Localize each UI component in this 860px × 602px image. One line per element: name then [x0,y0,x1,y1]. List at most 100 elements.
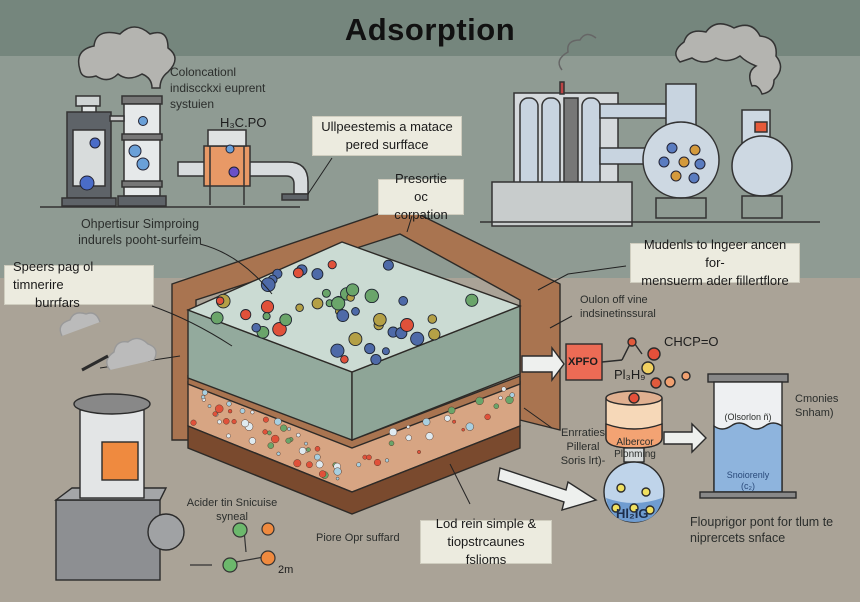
soil-particle [214,404,224,414]
soil-particle [223,418,230,425]
valve-wheel [147,513,185,551]
soil-particle [422,417,431,426]
label-line: niprercets snface [690,531,786,545]
label-line: Plonming [614,449,656,460]
flourigor-label: Flouprigor pont for tlum te niprercets s… [690,514,833,546]
pressure-callout: Presortie oc corpation [378,171,464,222]
molecule [215,296,225,306]
adsorbent-surface [186,241,522,373]
soil-particle [388,440,395,447]
xpfo-label: XPFO [568,356,598,368]
soil-particle [200,394,206,400]
molecule [348,332,363,347]
molecule [311,268,324,281]
label-line: Acider tin Snicuise [186,497,278,509]
label-line: tiopstrcaunes fslioms [447,534,525,567]
soil-particle [447,406,456,415]
soil-particle [293,459,302,468]
chem-formula-chcp: CHCP=O [664,334,719,349]
molecule [240,309,252,321]
molecule [370,353,382,366]
heat-exchanger [731,135,793,197]
enrraties-label: Enrraties Pilleral Soris lrt)- [552,426,614,468]
molecule [398,296,409,306]
heater-base [55,499,161,581]
soil-particle [493,403,500,409]
soil-particle [239,408,246,414]
molecule [251,322,261,333]
xpfo-box [565,343,603,381]
molecule [292,267,304,279]
soil-particle [306,461,313,469]
soil-particle [241,419,250,428]
soil-particle [444,415,451,422]
soil-particle [498,395,503,401]
soil-particle [207,404,212,408]
molecule-2m-label: 2m [278,564,294,576]
label-line: indiscckxi euprent [170,81,266,95]
soil-particle [315,460,324,469]
molecule [321,288,331,298]
ohpertisur-label: Ohpertisur Simproing indurels pooht-surf… [70,216,210,248]
label-line: mensuerm ader fillertflore [641,273,789,288]
clay-layer [187,424,521,515]
soil-particle [384,458,390,463]
soil-particle [296,432,301,438]
molecule [327,260,337,270]
soil-particle [267,442,275,449]
plant-system-label: Coloncationl indiscckxi euprent systuien [170,64,265,112]
flask-label: Hl₂IG [616,506,649,521]
soil-particle [190,419,197,426]
label-line: corpation [394,207,448,222]
label-line: Pilleral [566,441,600,453]
label-line: Albercor [616,437,654,448]
molecule [210,311,224,325]
arrow-down-right [497,467,598,512]
soil-particle [250,410,255,415]
soil-particle [285,437,292,444]
soil-particle [452,419,457,424]
molecule [295,303,304,313]
soil-particle [271,434,280,444]
molecule [373,312,387,327]
molecule [260,277,276,293]
soil-particle [417,450,421,454]
label-line: systuien [170,97,215,111]
molecule [381,347,390,356]
molecule [410,331,425,346]
soil-particle [509,392,515,398]
adsorbent-block [171,205,561,515]
soil-particles [190,386,515,481]
soil-particle [406,424,411,429]
label-line: Ullpeestemis a matace [321,119,453,134]
soil-particle [248,437,257,445]
label-line: Snoiorenly [726,470,770,480]
molecule [260,300,275,314]
soil-particle [425,432,434,441]
chem-formula-h3cpo: H₃C.PO [220,115,267,130]
molecule [262,312,271,321]
molecule [330,343,345,358]
label-line: indurels pooht-surfeim [78,233,202,247]
soil-particle [333,467,342,476]
molecule [364,343,376,355]
soil-particle [306,447,311,453]
soil-particle [274,417,282,426]
label-line: Enrraties [560,427,606,439]
smoke-cloud [77,26,176,89]
oulon-label: Oulon off vine indsinetinssural [580,293,656,321]
adsorbed-molecules [210,259,479,366]
soil-particle [227,409,233,414]
soil-particle [267,430,272,436]
label-line: Speers pag ol timnerire [13,259,94,292]
beaker-label: Albercor Plonming [608,437,662,461]
label-line: Presortie oc [394,171,448,204]
mudenls-callout: Mudenls to lngeer ancen for-mensuerm ade… [630,237,800,288]
chem-formula-plh: Pl₃H₉ [614,367,646,382]
molecule [351,307,360,316]
molecule [364,288,379,304]
soil-particle [484,413,491,421]
soil-particle [298,447,307,455]
